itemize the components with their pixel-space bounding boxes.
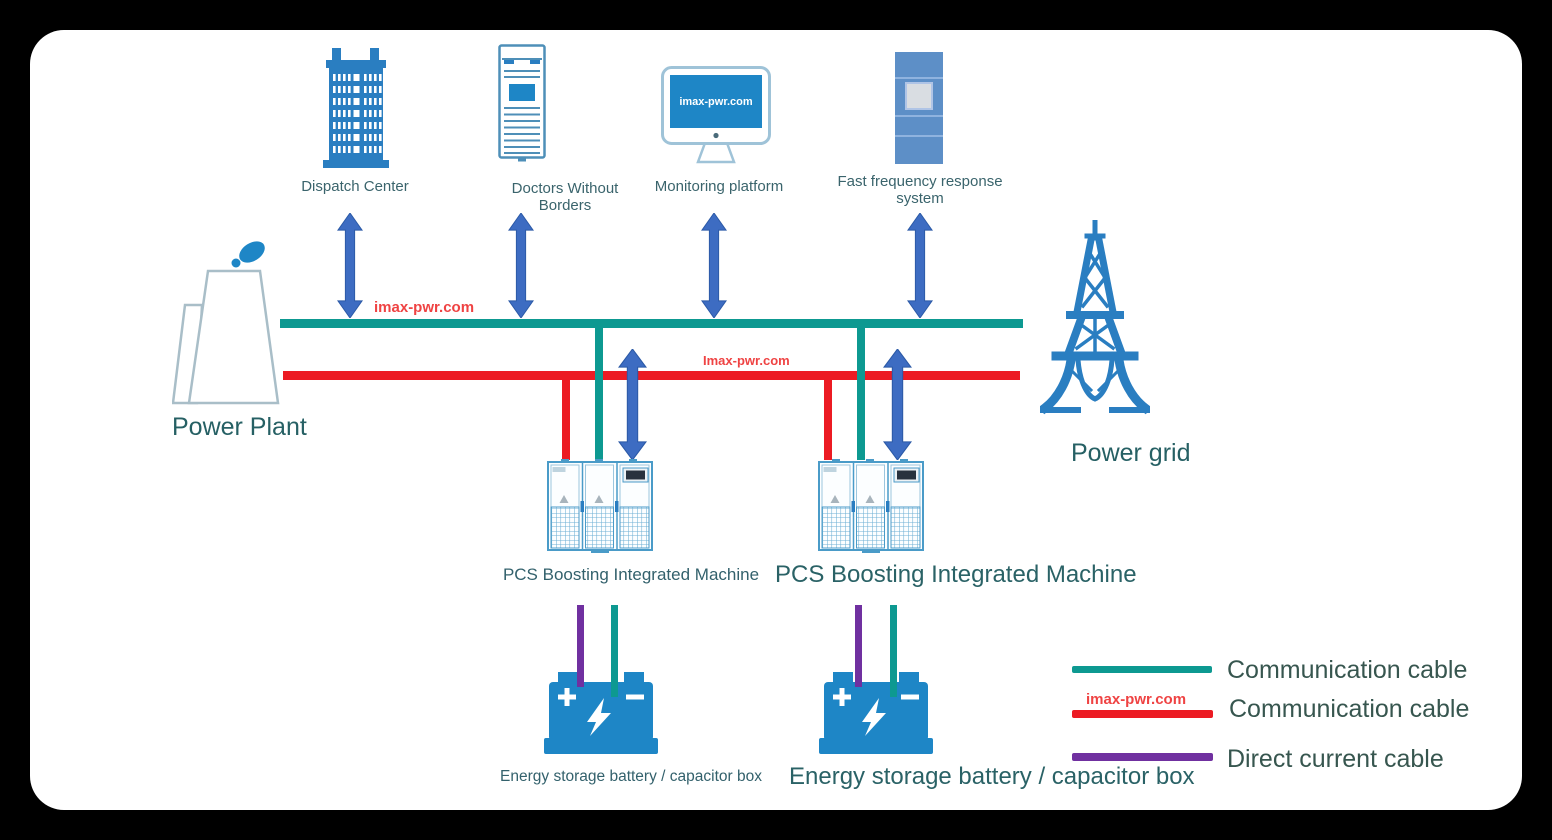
battery-icon-right xyxy=(819,672,933,756)
double-arrow-pcs-left xyxy=(618,349,647,460)
red-drop-left xyxy=(562,376,570,460)
legend-swatch-communication-red xyxy=(1072,710,1213,718)
dc-cable-left xyxy=(577,605,584,687)
legend-label-communication-teal: Communication cable xyxy=(1227,656,1468,684)
watermark-bus-middle: Imax-pwr.com xyxy=(703,353,790,368)
monitor-screen-text: imax-pwr.com xyxy=(679,96,753,108)
response-cabinet-icon xyxy=(895,52,943,164)
diagram-panel xyxy=(30,30,1522,810)
communication-bus-teal xyxy=(280,319,1023,328)
label-pcs-left: PCS Boosting Integrated Machine xyxy=(502,565,760,584)
label-fast-frequency-response: Fast frequency response system xyxy=(837,173,1003,207)
comm-cable-battery-right xyxy=(890,605,897,697)
dc-cable-right xyxy=(855,605,862,687)
transmission-tower-icon xyxy=(1040,220,1150,415)
label-monitoring-platform: Monitoring platform xyxy=(654,178,784,195)
building-icon xyxy=(323,48,389,168)
double-arrow-pcs-right xyxy=(883,349,912,460)
legend-label-direct-current: Direct current cable xyxy=(1227,745,1444,773)
double-arrow-doctors xyxy=(508,213,534,318)
pcs-cabinet-icon-right xyxy=(818,459,924,553)
red-drop-right xyxy=(824,376,832,460)
double-arrow-fast-frequency xyxy=(907,213,933,318)
watermark-legend: imax-pwr.com xyxy=(1086,691,1187,708)
power-plant-icon xyxy=(172,241,280,405)
legend-label-communication-red: Communication cable xyxy=(1229,695,1470,723)
label-battery-left: Energy storage battery / capacitor box xyxy=(500,768,762,785)
watermark-bus-top: imax-pwr.com xyxy=(374,299,475,316)
label-power-plant: Power Plant xyxy=(172,413,307,441)
pcs-cabinet-icon-left xyxy=(547,459,653,553)
label-dispatch-center: Dispatch Center xyxy=(301,178,409,195)
communication-bus-red xyxy=(283,371,1020,380)
comm-cable-battery-left xyxy=(611,605,618,697)
teal-drop-left xyxy=(595,323,603,460)
label-power-grid: Power grid xyxy=(1071,439,1191,467)
teal-drop-right xyxy=(857,323,865,460)
label-pcs-right: PCS Boosting Integrated Machine xyxy=(775,561,1137,588)
legend-swatch-communication-teal xyxy=(1072,666,1212,673)
double-arrow-monitoring xyxy=(701,213,727,318)
battery-icon-left xyxy=(544,672,658,756)
monitor-icon: imax-pwr.com xyxy=(661,66,771,164)
label-doctors-without-borders: Doctors Without Borders xyxy=(511,180,619,214)
server-icon xyxy=(498,44,546,162)
label-battery-right: Energy storage battery / capacitor box xyxy=(789,763,1195,790)
double-arrow-dispatch xyxy=(337,213,363,318)
legend-swatch-direct-current xyxy=(1072,753,1213,761)
